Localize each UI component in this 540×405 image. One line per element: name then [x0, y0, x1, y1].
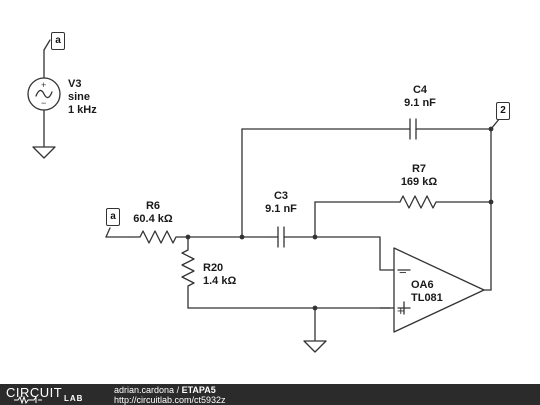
v3-type: sine — [68, 91, 91, 103]
wire-port-a-left — [105, 227, 111, 238]
junction-dot — [312, 234, 318, 240]
opamp-plus-sign: + — [397, 303, 405, 318]
r6-value: 60.4 kΩ — [133, 213, 173, 225]
c3-value: 9.1 nF — [265, 203, 297, 215]
opamp-minus-sign: − — [399, 265, 407, 280]
r7-label: R7 169 kΩ — [394, 163, 444, 189]
junction-dot — [488, 199, 494, 205]
junction-dot — [488, 126, 494, 132]
r20-value: 1.4 kΩ — [203, 275, 237, 287]
c4-capacitor-symbol[interactable] — [409, 118, 417, 140]
wire-port-a-top — [43, 39, 51, 51]
junction-dot — [185, 234, 191, 240]
logo-waveform-icon — [14, 396, 42, 404]
r20-label: R20 1.4 kΩ — [203, 262, 236, 288]
junction-dot — [239, 234, 245, 240]
v3-plus-sign: + — [41, 80, 46, 90]
c4-label: C4 9.1 nF — [395, 84, 445, 110]
opamp-symbol[interactable] — [393, 247, 485, 333]
v3-name: V3 — [68, 78, 82, 90]
footer-separator: / — [176, 385, 180, 395]
r6-resistor-symbol[interactable] — [129, 230, 189, 244]
footer-title[interactable]: ETAPA5 — [181, 385, 216, 395]
circuitlab-logo-lab: LAB — [64, 394, 84, 403]
ground-symbol-v3 — [32, 146, 56, 159]
v3-freq: 1 kHz — [68, 104, 97, 116]
v3-minus-sign: − — [41, 98, 46, 108]
wire-inverting-input — [314, 236, 395, 271]
v3-source-symbol[interactable] — [27, 49, 61, 147]
r6-label: R6 60.4 kΩ — [128, 200, 178, 226]
junction-dot — [312, 305, 318, 311]
oa6-part: TL081 — [411, 292, 443, 304]
v3-label: V3 sine 1 kHz — [68, 78, 97, 117]
c3-label: C3 9.1 nF — [256, 190, 306, 216]
r20-name: R20 — [203, 262, 224, 274]
port-a-top[interactable]: a — [51, 32, 65, 50]
footer-url[interactable]: http://circuitlab.com/ct5932z — [114, 395, 226, 405]
r20-resistor-symbol[interactable] — [181, 236, 195, 309]
c4-value: 9.1 nF — [404, 97, 436, 109]
oa6-label: OA6 TL081 — [411, 279, 443, 305]
c3-name: C3 — [273, 190, 289, 202]
footer-bar: CIRCUIT LAB adrian.cardona / ETAPA5 http… — [0, 384, 540, 405]
footer-author-line: adrian.cardona / ETAPA5 — [114, 385, 216, 395]
port-a-left[interactable]: a — [106, 208, 120, 226]
ground-symbol-opamp — [303, 340, 327, 353]
r7-name: R7 — [411, 163, 427, 175]
oa6-name: OA6 — [411, 279, 434, 291]
footer-author[interactable]: adrian.cardona — [114, 385, 175, 395]
c4-name: C4 — [412, 84, 428, 96]
schematic-canvas: + − − + — [27, 39, 501, 353]
r6-name: R6 — [145, 200, 161, 212]
port-2-output[interactable]: 2 — [496, 102, 510, 120]
r7-value: 169 kΩ — [400, 176, 438, 188]
r7-resistor-symbol[interactable] — [399, 195, 492, 209]
c3-capacitor-symbol[interactable] — [269, 226, 316, 248]
